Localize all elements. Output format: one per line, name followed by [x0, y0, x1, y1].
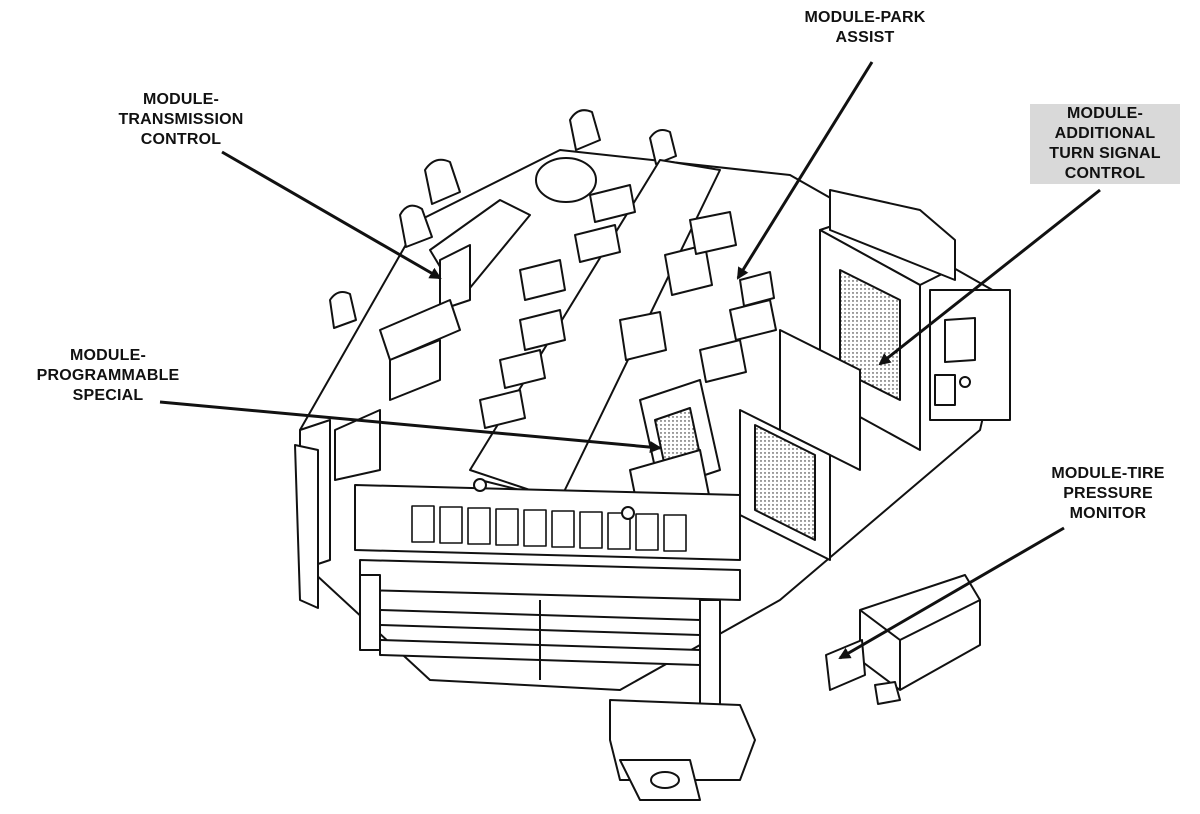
label-line: SPECIAL	[72, 387, 144, 404]
label-line: MODULE-	[142, 91, 220, 108]
label-module-tire-pressure-monitor: MODULE-TIRE PRESSURE MONITOR	[1028, 464, 1188, 524]
leader-additional-turn-signal	[878, 188, 1101, 366]
label-line: TURN SIGNAL	[1030, 144, 1180, 164]
label-module-transmission-control: MODULE- TRANSMISSION CONTROL	[96, 90, 266, 150]
label-line: MODULE-	[69, 347, 147, 364]
label-module-park-assist: MODULE-PARK ASSIST	[770, 8, 960, 48]
label-line: ASSIST	[835, 29, 895, 46]
label-line: MONITOR	[1069, 505, 1147, 522]
tire-pressure-monitor-module-drawing	[825, 574, 981, 705]
label-line: TRANSMISSION	[118, 111, 244, 128]
label-line: ADDITIONAL	[1030, 124, 1180, 144]
label-line: MODULE-TIRE	[1051, 465, 1165, 482]
label-line: CONTROL	[140, 131, 222, 148]
label-module-additional-turn-signal-control: MODULE- ADDITIONAL TURN SIGNAL CONTROL	[1030, 104, 1180, 184]
leader-tire-pressure-monitor	[838, 526, 1065, 660]
label-module-programmable-special: MODULE- PROGRAMMABLE SPECIAL	[18, 346, 198, 406]
power-distribution-center	[294, 109, 1011, 801]
label-line: PRESSURE	[1063, 485, 1153, 502]
label-line: PROGRAMMABLE	[36, 367, 180, 384]
label-line: MODULE-PARK	[804, 9, 926, 26]
leader-park-assist	[736, 61, 874, 280]
leader-programmable-special	[159, 400, 662, 454]
callout-leaders	[159, 61, 1101, 660]
leader-transmission-control	[221, 150, 442, 280]
label-line: CONTROL	[1030, 164, 1180, 184]
label-line: MODULE-	[1030, 104, 1180, 124]
